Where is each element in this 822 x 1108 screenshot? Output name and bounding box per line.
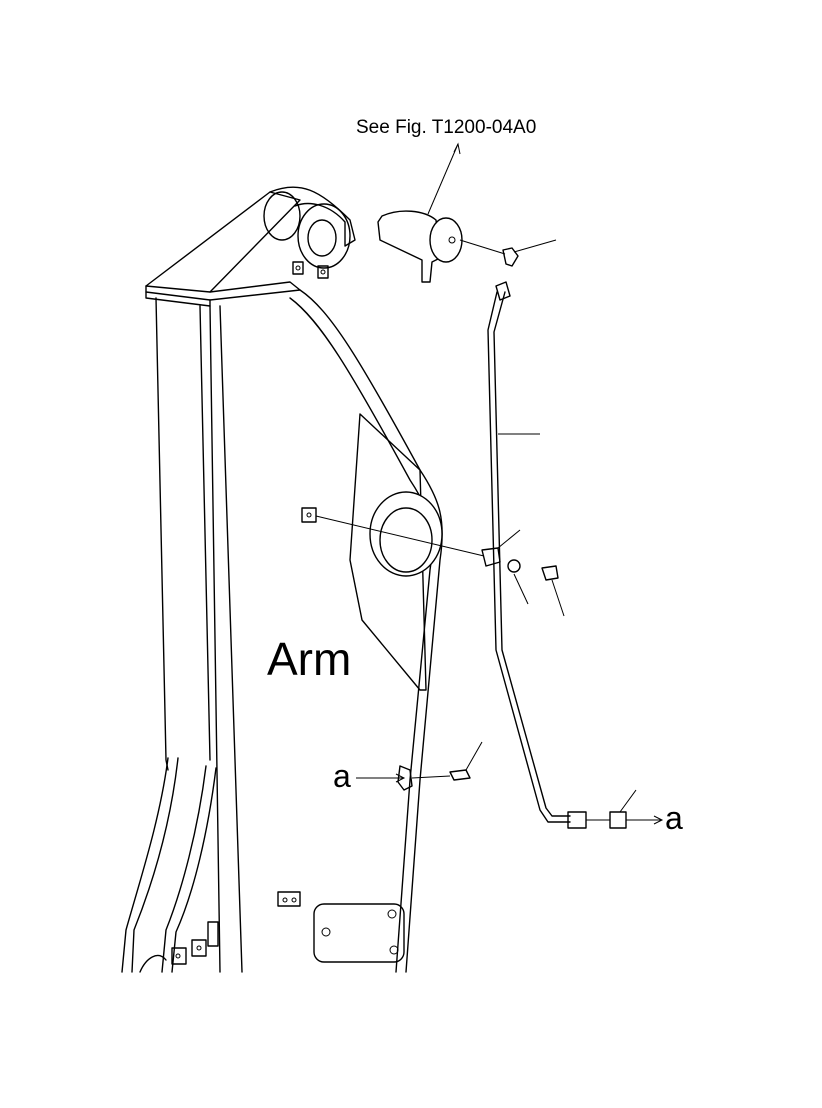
connector-label-right: a — [665, 800, 683, 836]
connector-label-left: a — [333, 758, 351, 794]
pin-assembly — [377, 210, 557, 283]
figure-reference-label: See Fig. T1200-04A0 — [356, 117, 537, 138]
grease-pipe — [487, 281, 637, 829]
arm-body — [121, 186, 443, 973]
leader-lines — [356, 142, 664, 825]
arm-label: Arm — [267, 633, 352, 685]
clamp-assembly — [301, 507, 565, 781]
